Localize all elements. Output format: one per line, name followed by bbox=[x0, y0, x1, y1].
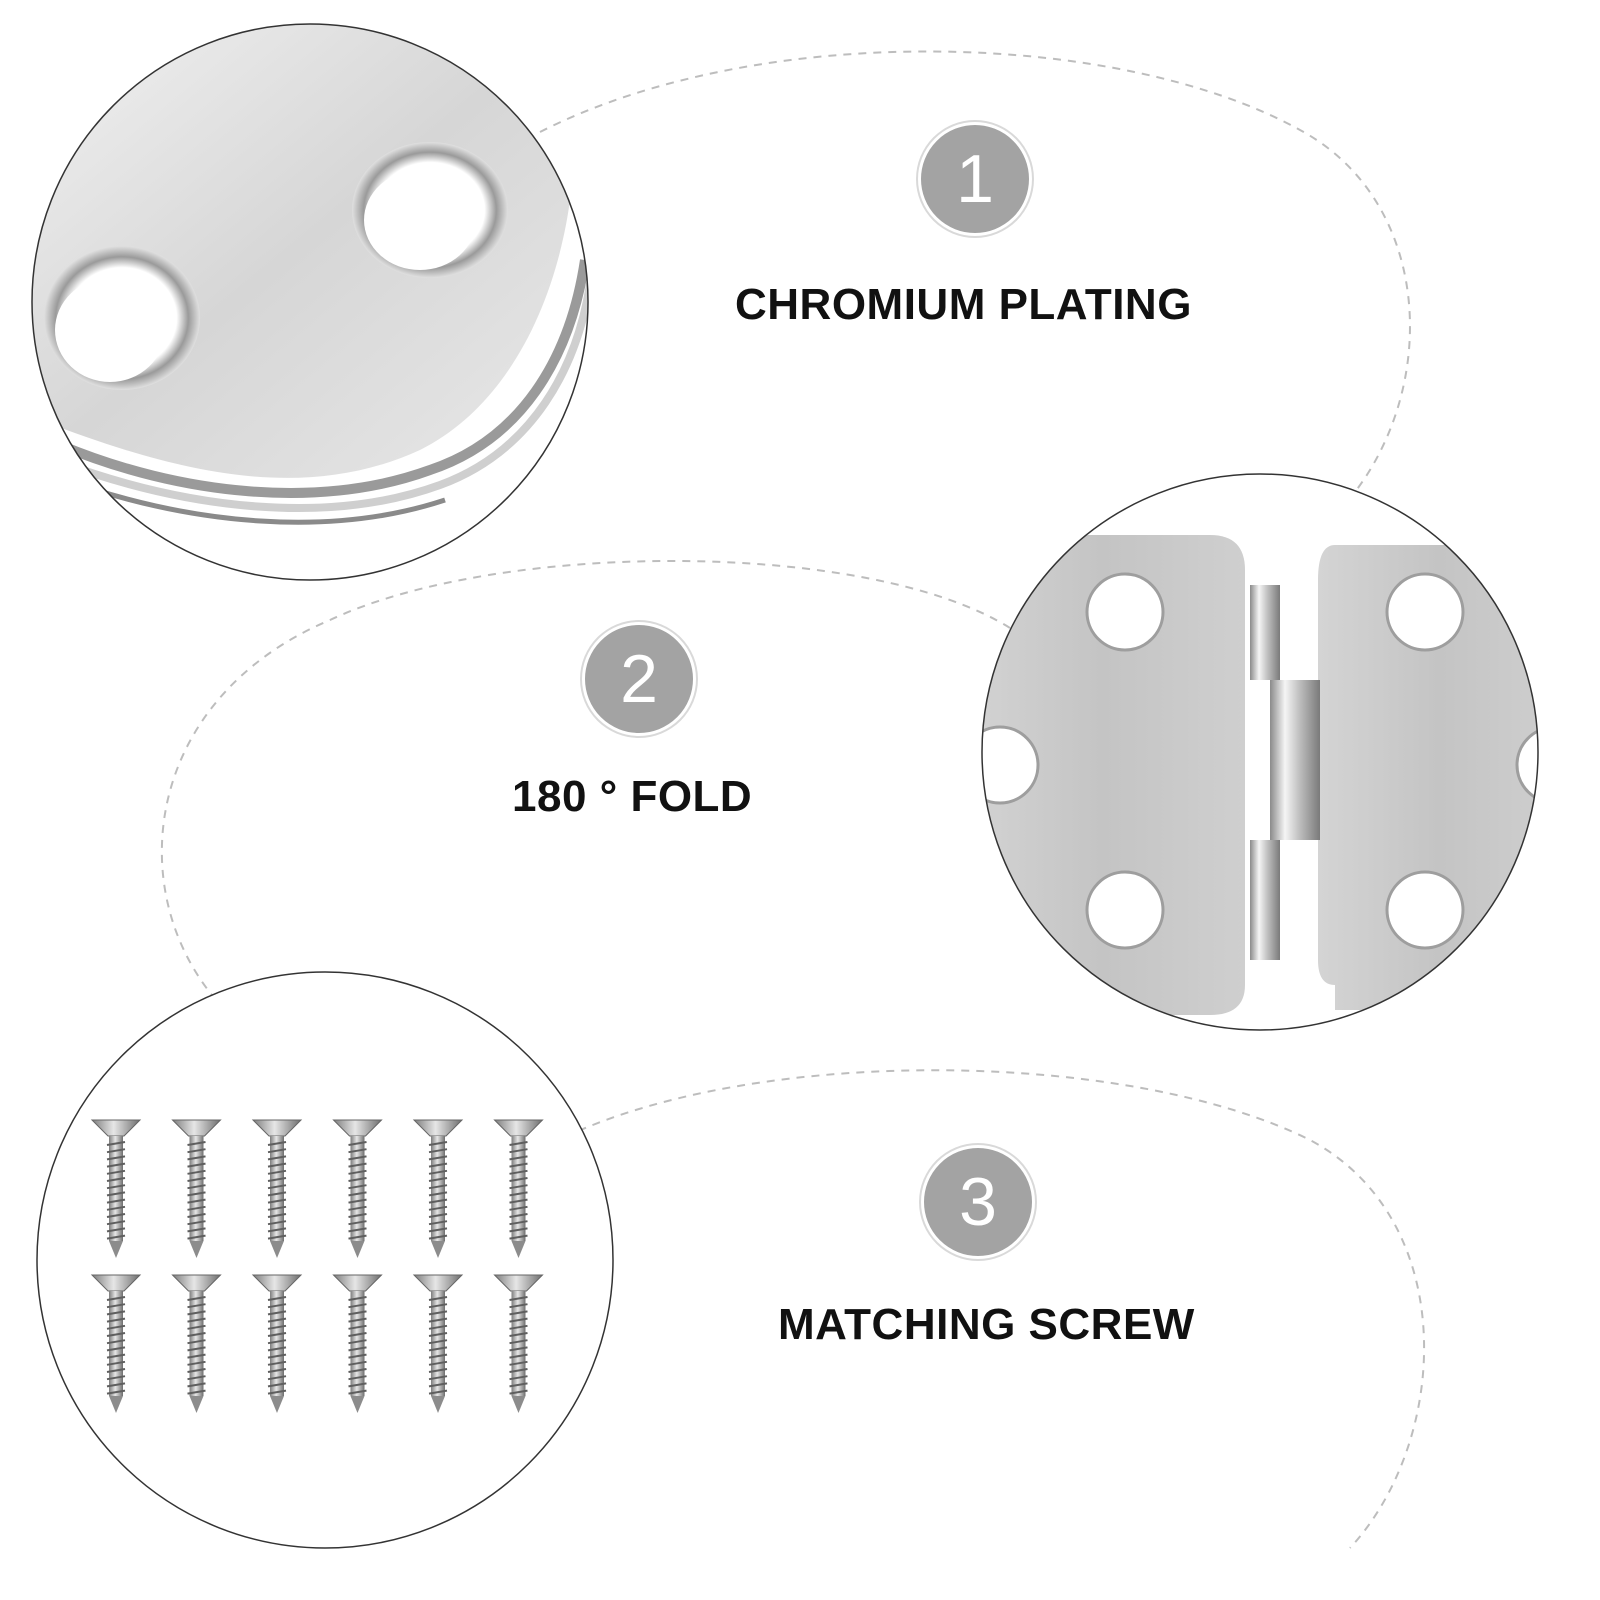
screw bbox=[332, 1119, 383, 1258]
step-badge-3: 3 bbox=[921, 1145, 1035, 1259]
screw bbox=[171, 1119, 222, 1258]
screw bbox=[412, 1119, 464, 1258]
feature-label-chromium-plating: CHROMIUM PLATING bbox=[735, 280, 1192, 329]
dashed-connector-lines bbox=[160, 50, 1426, 1549]
screw bbox=[171, 1274, 222, 1413]
screw bbox=[493, 1274, 544, 1413]
screw bbox=[493, 1119, 544, 1258]
step-badge-2: 2 bbox=[582, 622, 696, 736]
screw bbox=[332, 1274, 383, 1413]
feature-label-matching-screw: MATCHING SCREW bbox=[778, 1300, 1195, 1349]
screws-set bbox=[36, 971, 614, 1549]
screw bbox=[251, 1119, 303, 1258]
chrome-plate-closeup bbox=[31, 23, 589, 581]
hinge-closeup bbox=[981, 473, 1539, 1031]
screw bbox=[90, 1119, 142, 1258]
screw bbox=[412, 1274, 464, 1413]
screw bbox=[90, 1274, 142, 1413]
feature-label-fold: 180 ° FOLD bbox=[512, 772, 753, 821]
step-badge-1: 1 bbox=[918, 122, 1032, 236]
screw bbox=[251, 1274, 303, 1413]
